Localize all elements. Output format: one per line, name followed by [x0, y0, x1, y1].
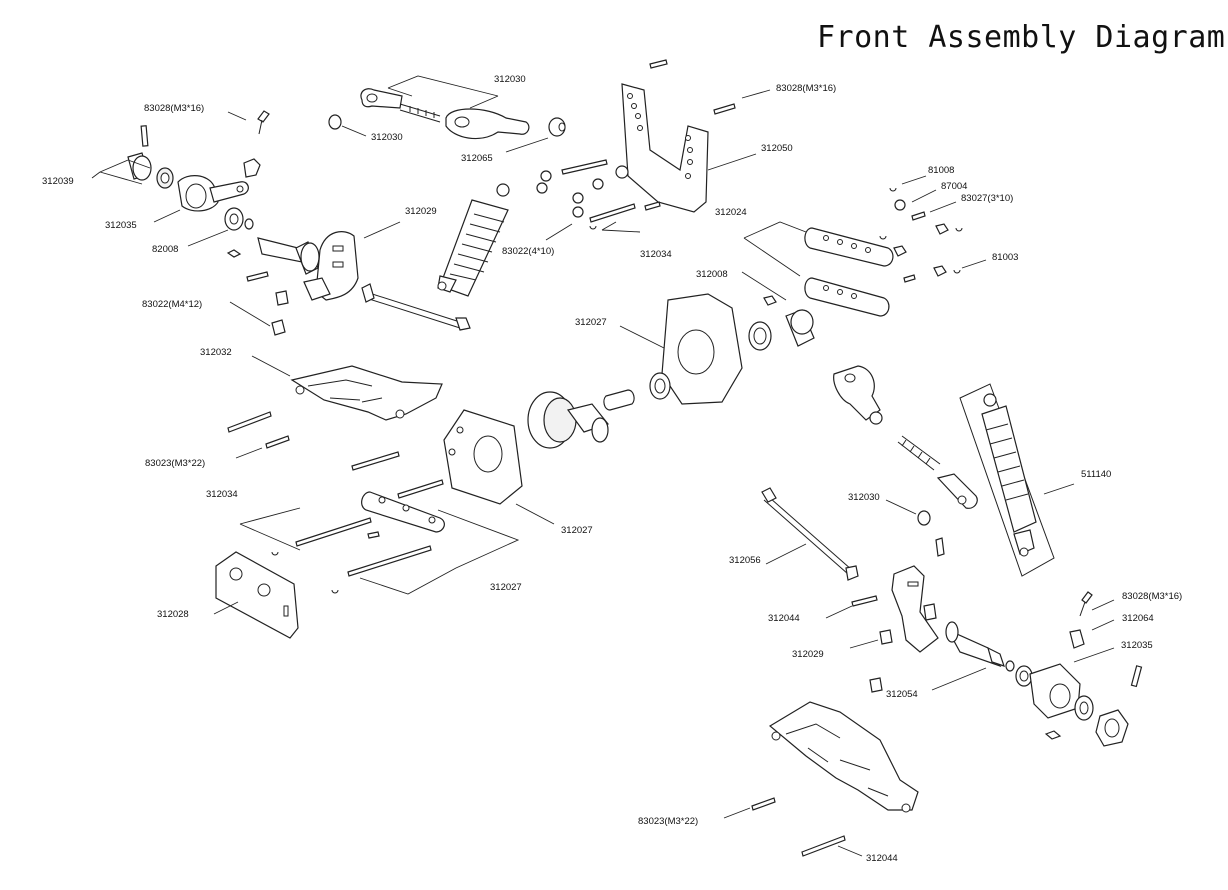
callout-312030-ball: 312030 [371, 132, 403, 143]
callout-312065: 312065 [461, 153, 493, 164]
callout-312028: 312028 [157, 609, 189, 620]
callout-312044-right: 312044 [768, 613, 800, 624]
callout-312034-top: 312034 [640, 249, 672, 260]
upper-link-group [328, 88, 566, 140]
callout-83023-m3x22-left: 83023(M3*22) [145, 458, 205, 469]
diagram-title: Front Assembly Diagram [817, 20, 1226, 55]
callout-83023-m3x22-right: 83023(M3*22) [638, 816, 698, 827]
callout-83028-m3x16-left: 83028(M3*16) [144, 103, 204, 114]
left-cvd-group [257, 231, 359, 301]
callout-312050: 312050 [761, 143, 793, 154]
callout-312027-pins: 312027 [490, 582, 522, 593]
right-cvd-group [851, 565, 1143, 747]
camber-blocks [804, 187, 963, 317]
callout-81003: 81003 [992, 252, 1018, 263]
callout-312030-right: 312030 [848, 492, 880, 503]
callout-312054: 312054 [886, 689, 918, 700]
right-shock-absorber [959, 383, 1055, 577]
right-lower-arm [751, 701, 919, 857]
left-knuckle-group [127, 110, 289, 336]
callout-83022-4x10: 83022(4*10) [502, 246, 554, 257]
callout-312035-left: 312035 [105, 220, 137, 231]
callout-312027-gearbox: 312027 [575, 317, 607, 328]
tower-hardware [536, 159, 661, 230]
callout-312030-top: 312030 [494, 74, 526, 85]
left-driveshaft [361, 283, 471, 331]
right-upper-link [833, 365, 978, 557]
callout-312044-bottom: 312044 [866, 853, 898, 864]
callout-312035-right: 312035 [1121, 640, 1153, 651]
callout-83028-m3x16-right: 83028(M3*16) [1122, 591, 1182, 602]
callout-81008: 81008 [928, 165, 954, 176]
callout-312024: 312024 [715, 207, 747, 218]
differential [527, 391, 610, 449]
left-misc-hardware [227, 411, 445, 594]
callout-83022-m4x12: 83022(M4*12) [142, 299, 202, 310]
left-lower-arm [290, 365, 443, 421]
front-gearbox [603, 293, 815, 411]
callout-83027-3x10: 83027(3*10) [961, 193, 1013, 204]
callout-87004: 87004 [941, 181, 967, 192]
left-shock-absorber [437, 183, 510, 297]
callout-312056: 312056 [729, 555, 761, 566]
callout-312029-left: 312029 [405, 206, 437, 217]
gearbox-rear-half [443, 409, 523, 505]
callout-312029-right: 312029 [792, 649, 824, 660]
bumper-skid-plate [215, 551, 299, 639]
callout-312034-left: 312034 [206, 489, 238, 500]
callout-312008: 312008 [696, 269, 728, 280]
callout-312027-housing: 312027 [561, 525, 593, 536]
callout-83028-m3x16-top: 83028(M3*16) [776, 83, 836, 94]
right-driveshaft [761, 487, 859, 581]
shock-tower [621, 59, 736, 213]
callout-labels: 83028(M3*16) 312039 312035 82008 83022(M… [42, 74, 1182, 864]
callout-82008: 82008 [152, 244, 178, 255]
callout-312032: 312032 [200, 347, 232, 358]
callout-312064: 312064 [1122, 613, 1154, 624]
callout-312039: 312039 [42, 176, 74, 187]
callout-511140: 511140 [1081, 469, 1111, 480]
leader-lines [91, 75, 1115, 857]
